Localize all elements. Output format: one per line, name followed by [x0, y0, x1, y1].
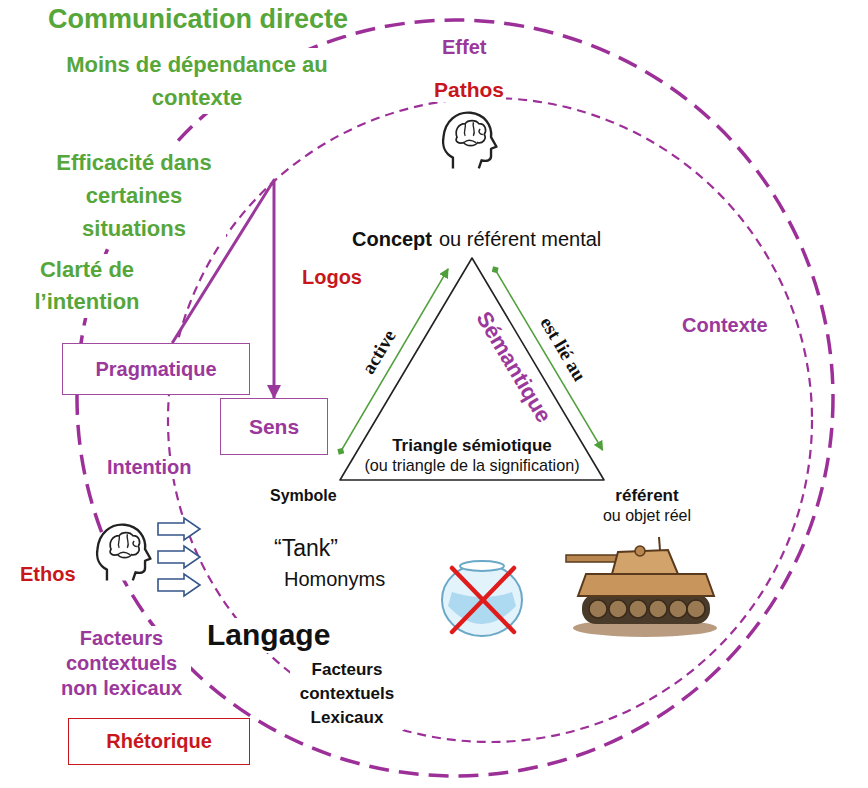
tank-wheel	[589, 600, 607, 618]
rotated-title: Sémantique	[471, 307, 556, 427]
word-label: Homonyms	[282, 568, 387, 591]
context-label: Contexte	[680, 314, 770, 337]
activation-arrow	[341, 269, 448, 451]
tank-wheel	[669, 600, 687, 618]
triangle-outline	[340, 258, 604, 480]
head-outline	[443, 113, 496, 169]
appeal-label: Logos	[300, 266, 364, 289]
process-box: Pragmatique	[62, 343, 250, 395]
relation-label: active	[356, 324, 401, 379]
brain-head-icon	[443, 113, 496, 169]
tank-tracks	[582, 594, 710, 624]
relation-label: est lié au	[535, 311, 592, 386]
bowl-glass	[442, 564, 522, 636]
symbol-label: Symbole	[268, 487, 336, 505]
bowl-rim	[460, 561, 504, 571]
cross-mark	[452, 568, 514, 632]
triangle-caption: Triangle sémiotique	[392, 436, 552, 456]
tank-hatch	[635, 546, 645, 556]
benefit-label: Clarté de l’intention	[20, 254, 154, 318]
factor-label: Facteurs contextuels Lexicaux	[290, 658, 404, 730]
brain-outline	[456, 121, 485, 146]
appeal-label: Pathos	[432, 78, 506, 102]
process-box: Sens	[220, 398, 328, 455]
concept-label: ou référent mental	[437, 228, 603, 251]
brain-folds	[118, 534, 137, 554]
benefit-label: Moins de dépendance au contexte	[50, 48, 344, 114]
brain-outline	[110, 533, 139, 558]
concept-label: Concept	[350, 228, 434, 251]
word-label: “Tank”	[272, 535, 340, 561]
language-label: Langage	[205, 618, 332, 653]
referent-label: ou objet réel	[585, 507, 709, 525]
referent-label: référent	[605, 486, 689, 506]
head-outline	[97, 525, 150, 581]
semiotic-triangle: SémantiqueTriangle sémiotique(ou triangl…	[340, 258, 604, 480]
tank-wheel	[609, 600, 627, 618]
tank-wheel	[687, 600, 705, 618]
box-label: Pragmatique	[95, 358, 216, 381]
tank-hull	[578, 574, 714, 596]
box-label: Sens	[249, 415, 299, 439]
factor-label: Facteurs contextuels non lexicaux	[52, 626, 191, 701]
heading-label: Communication directe	[46, 4, 350, 35]
block-arrow	[158, 546, 200, 568]
tank-wheel	[649, 600, 667, 618]
tank-barrel	[566, 555, 620, 562]
benefit-label: Efficacité dans certaines situations	[42, 146, 226, 245]
appeal-label: Ethos	[18, 563, 78, 586]
effect-label: Effet	[440, 36, 488, 59]
brain-head-icon	[97, 525, 150, 581]
tank-illustration	[566, 537, 717, 637]
brain-folds	[464, 122, 483, 142]
cross-mark	[452, 568, 514, 632]
tank-antenna	[659, 537, 660, 550]
block-arrow	[158, 574, 200, 596]
rhetoric-box: Rhétorique	[68, 718, 250, 765]
inner-dashed-circle	[168, 98, 812, 742]
triangle-caption: (ou triangle de la signification)	[364, 456, 579, 475]
block-arrow	[158, 518, 200, 540]
fishbowl-icon	[442, 561, 522, 636]
tank-wheel	[629, 600, 647, 618]
intention-label: Intention	[105, 456, 193, 479]
box-label: Rhétorique	[106, 730, 212, 753]
